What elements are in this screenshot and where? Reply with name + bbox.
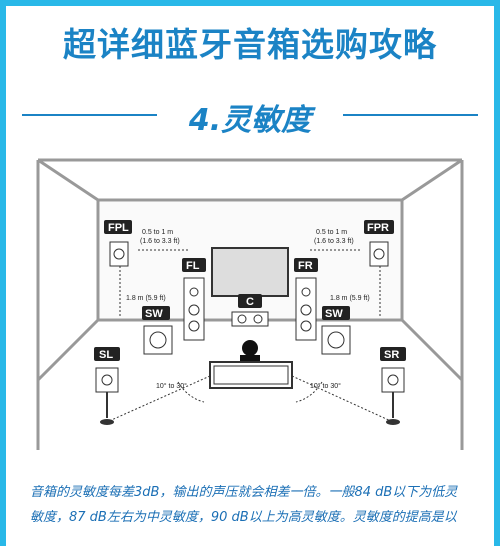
speaker-c: C (231, 294, 269, 327)
angle-lines (106, 375, 394, 423)
speaker-sl: SL (94, 347, 120, 425)
speaker-sw-right: SW (321, 306, 351, 355)
svg-text:SR: SR (384, 349, 399, 361)
body-text: 音箱的灵敏度每差3dB，输出的声压就会相差一倍。一般84 dB以下为低灵 敏度，… (30, 480, 480, 530)
section-title: 4.灵敏度 (188, 103, 312, 138)
speaker-fpl: FPL (104, 220, 132, 267)
speaker-fpr: FPR (364, 220, 394, 267)
speaker-sw-left: SW (142, 306, 173, 355)
speaker-fr: FR (294, 258, 318, 341)
angle-left: 10° to 30° (156, 382, 187, 390)
angle-right: 10° to 30° (310, 382, 341, 390)
dist-right-1: 0.5 to 1 m (316, 229, 347, 236)
room-outline (36, 158, 464, 450)
speaker-sr: SR (380, 347, 406, 425)
distance-lines (119, 249, 381, 318)
height-right: 1.8 m (5.9 ft) (330, 295, 370, 302)
svg-text:FPL: FPL (108, 222, 129, 234)
listener-sofa (209, 340, 293, 389)
page-title: 超详细蓝牙音箱选购攻略 (63, 25, 437, 64)
body-line-2: 敏度，87 dB左右为中灵敏度，90 dB以上为高灵敏度。灵敏度的提高是以 (30, 510, 457, 525)
height-left: 1.8 m (5.9 ft) (126, 295, 166, 302)
svg-text:SW: SW (145, 308, 163, 320)
svg-text:FR: FR (298, 260, 313, 272)
speaker-layout-diagram: 0.5 to 1 m (1.6 to 3.3 ft) 0.5 to 1 m (1… (36, 158, 464, 450)
dist-left-2: (1.6 to 3.3 ft) (140, 238, 180, 245)
svg-text:FPR: FPR (367, 222, 389, 234)
svg-text:FL: FL (186, 260, 200, 272)
speaker-fl: FL (182, 258, 206, 341)
dist-left-1: 0.5 to 1 m (142, 229, 173, 236)
svg-text:C: C (246, 296, 254, 308)
dist-right-2: (1.6 to 3.3 ft) (314, 238, 354, 245)
subtitle-rule-right (343, 114, 478, 116)
body-line-1: 音箱的灵敏度每差3dB，输出的声压就会相差一倍。一般84 dB以下为低灵 (30, 485, 458, 500)
subtitle-rule-left (22, 114, 157, 116)
svg-text:SW: SW (325, 308, 343, 320)
svg-text:SL: SL (99, 349, 113, 361)
tv-screen (211, 247, 289, 297)
